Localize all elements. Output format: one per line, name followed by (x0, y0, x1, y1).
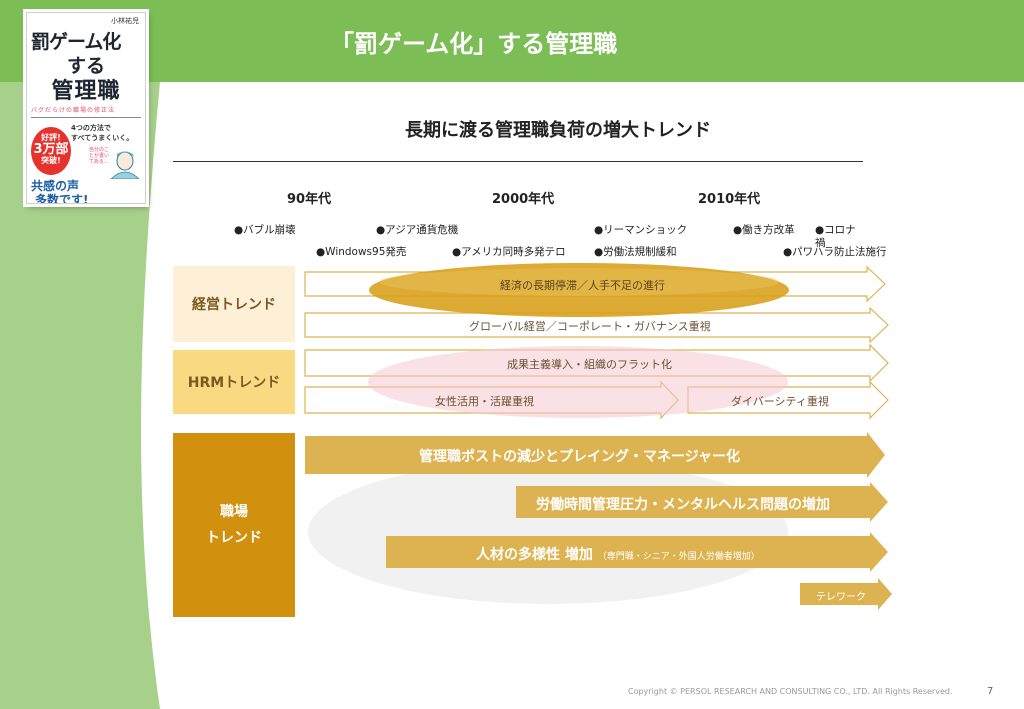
book-cover-image: 小林祐児 罰ゲーム化 する 管理職 バグだらけの職場の修正法 4つの方法で すべ… (26, 12, 146, 204)
bar-text-talent-diversity-note: （専門職・シニア・外国人労働者増加） (597, 552, 760, 562)
diagram-title: 長期に渡る管理職負荷の増大トレンド (405, 120, 711, 141)
decade-90s: 90年代 (287, 192, 332, 207)
book-speech-bubble: 自分のことが書いてある… (89, 147, 110, 165)
event-bubble-collapse: ●バブル崩壊 (234, 224, 296, 236)
event-asian-crisis: ●アジア通貨危機 (376, 224, 459, 236)
event-911: ●アメリカ同時多発テロ (452, 246, 566, 258)
bar-text-global: グローバル経営／コーポレート・ガバナンス重視 (469, 320, 711, 333)
book-divider (31, 117, 141, 118)
book-author: 小林祐児 (111, 17, 139, 25)
book-desc-line2: すべてうまくいく。 (71, 134, 134, 142)
page-number: 7 (987, 686, 994, 697)
row-label-hrm: HRMトレンド (173, 350, 295, 414)
event-harassment-law: ●パワハラ防止法施行 (783, 246, 887, 258)
bar-text-talent-diversity: 人材の多様性 増加 （専門職・シニア・外国人労働者増加） (476, 544, 760, 564)
bar-text-performance: 成果主義導入・組織のフラット化 (507, 358, 672, 371)
decade-2000s: 2000年代 (492, 192, 555, 207)
arrow-telework (800, 578, 892, 610)
badge-line2: 突破! (41, 156, 61, 165)
book-title-line1: 罰ゲーム化 (31, 31, 121, 53)
arrow-shokuba-2 (516, 482, 888, 522)
arrow-shokuba-1 (305, 432, 885, 478)
row-label-hrm-text: HRMトレンド (187, 375, 281, 391)
event-windows95: ●Windows95発売 (316, 246, 407, 258)
bar-text-talent-diversity-main: 人材の多様性 増加 (476, 547, 593, 563)
slide-title: 「罰ゲーム化」する管理職 (330, 30, 618, 58)
decade-2010s: 2010年代 (698, 192, 761, 207)
arrow-keiei-2 (304, 306, 889, 344)
left-green-strip (0, 82, 160, 709)
row-label-workplace-line2: トレンド (206, 530, 262, 546)
book-title-line3: 管理職 (51, 79, 121, 104)
event-corona-suffix: 禍 (815, 237, 826, 249)
performance-ellipse (368, 346, 788, 418)
bar-text-telework: テレワーク (816, 592, 866, 603)
event-workstyle-reform: ●働き方改革 (733, 224, 795, 236)
badge-big: 3万部 (33, 142, 69, 157)
book-tagline1: 共感の声 (31, 179, 80, 193)
bar-text-stagnation: 経済の長期停滞／人手不足の進行 (500, 279, 665, 292)
header-band (0, 0, 1024, 82)
event-lehman: ●リーマンショック (594, 224, 688, 236)
row-label-workplace: 職場 トレンド (173, 433, 295, 617)
event-labor-deregulation: ●労働法規制緩和 (594, 246, 677, 258)
bar-text-playing-manager: 管理職ポストの減少とプレイング・マネージャー化 (419, 449, 741, 465)
stagnation-ellipse-highlight (379, 268, 779, 296)
book-tagline2: 多数です! (35, 193, 89, 204)
bar-text-diversity: ダイバーシティ重視 (731, 395, 829, 408)
arrow-shokuba-3 (386, 532, 888, 572)
book-sales-badge: 好評! 3万部 突破! (31, 127, 71, 175)
event-corona: ●コロナ (815, 224, 856, 236)
bar-text-overwork: 労働時間管理圧力・メンタルヘルス問題の増加 (536, 497, 830, 513)
title-underline (173, 161, 863, 162)
book-title-line2: する (66, 55, 105, 77)
row-label-workplace-line1: 職場 (220, 504, 248, 520)
badge-line1: 好評! (41, 133, 61, 142)
workplace-shadow-ellipse (308, 460, 788, 604)
book-desc-line1: 4つの方法で (71, 124, 111, 132)
book-subtitle: バグだらけの職場の修正法 (31, 107, 116, 114)
copyright-notice: Copyright © PERSOL RESEARCH AND CONSULTI… (628, 687, 953, 696)
row-label-management-text: 経営トレンド (192, 297, 276, 313)
bar-text-women: 女性活用・活躍重視 (435, 395, 534, 408)
row-label-management: 経営トレンド (173, 266, 295, 342)
person-illustration-icon (110, 151, 140, 179)
